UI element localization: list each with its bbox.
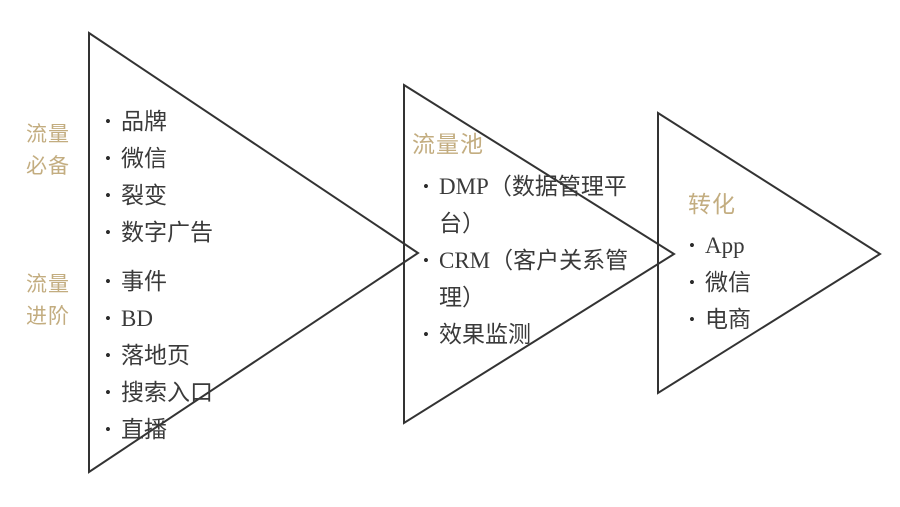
list-item: CRM（客户关系管理） — [422, 242, 634, 316]
list-item: 裂变 — [104, 177, 213, 214]
stage-3-title: 转化 — [688, 192, 736, 217]
stage-1-item-list: 品牌 微信 裂变 数字广告 事件 BD 落地页 搜索入口 直播 — [104, 103, 213, 448]
stage-2-title: 流量池 — [412, 132, 484, 157]
list-item: 微信 — [104, 140, 213, 177]
list-item: BD — [104, 300, 213, 337]
list-item: 数字广告 — [104, 214, 213, 251]
stage-2-item-list: DMP（数据管理平台） CRM（客户关系管理） 效果监测 — [422, 168, 634, 353]
list-item: 品牌 — [104, 103, 213, 140]
list-item: 落地页 — [104, 337, 213, 374]
list-item: 搜索入口 — [104, 374, 213, 411]
list-item: 效果监测 — [422, 316, 634, 353]
list-item: 电商 — [688, 301, 751, 338]
list-item: 微信 — [688, 264, 751, 301]
list-item: 事件 — [104, 263, 213, 300]
side-label-advanced: 流量 进阶 — [26, 272, 70, 328]
stage-3-item-list: App 微信 电商 — [688, 227, 751, 338]
list-item: App — [688, 227, 751, 264]
list-item: 直播 — [104, 411, 213, 448]
side-label-must-have: 流量 必备 — [26, 122, 70, 178]
list-item: DMP（数据管理平台） — [422, 168, 634, 242]
